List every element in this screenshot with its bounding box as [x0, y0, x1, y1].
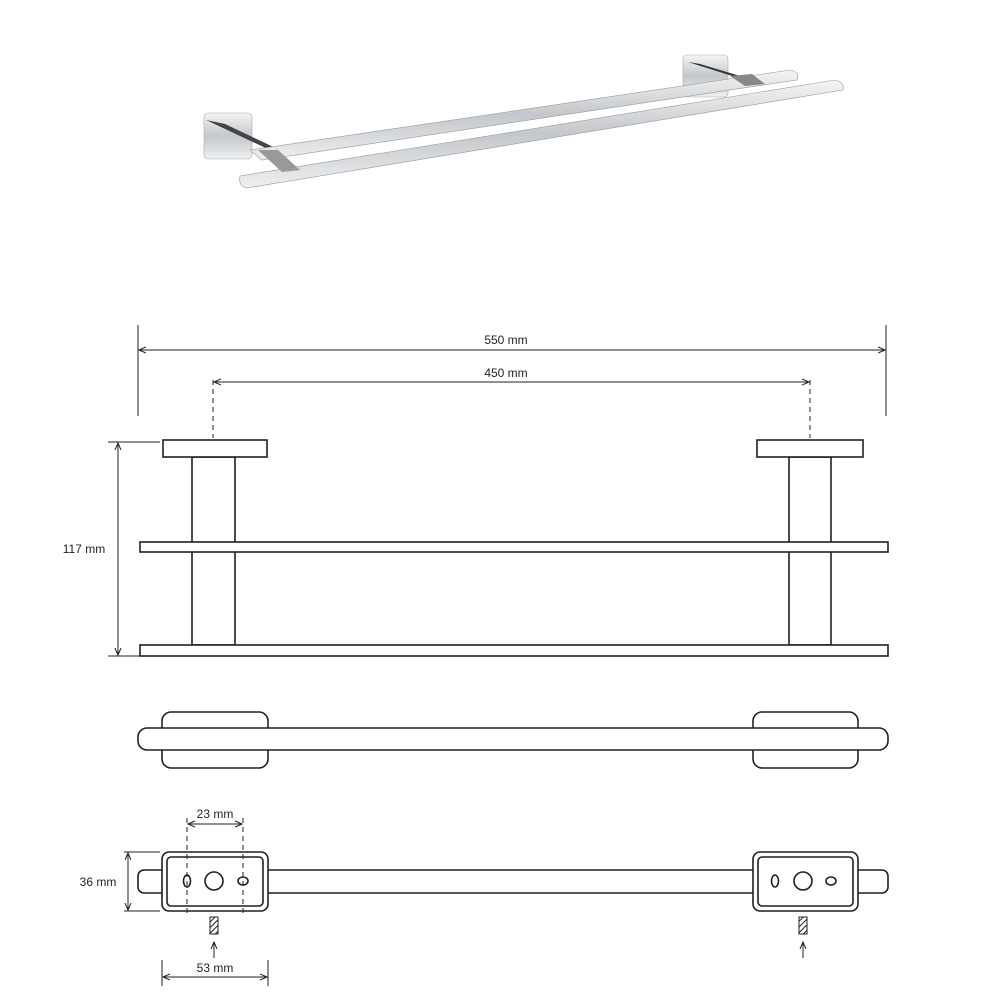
dimension-height: 117 mm [63, 441, 160, 657]
front-view [139, 439, 889, 657]
plate-width-label: 53 mm [197, 961, 234, 975]
slot-hole-icon [770, 874, 780, 888]
dimension-mount-spacing: 450 mm [212, 366, 811, 438]
screw-icon [209, 916, 219, 935]
dimension-plate-height: 36 mm [80, 851, 160, 912]
top-view [137, 711, 889, 769]
mount-spacing-label: 450 mm [484, 366, 527, 380]
dimension-hole-spacing: 23 mm [186, 807, 244, 915]
dimension-overall-length: 550 mm [137, 325, 887, 416]
height-label: 117 mm [63, 542, 105, 556]
overall-length-label: 550 mm [484, 333, 527, 347]
center-hole-icon [204, 871, 224, 891]
dimension-plate-width: 53 mm [161, 960, 269, 986]
towel-bar-photo [203, 54, 844, 189]
hole-spacing-label: 23 mm [197, 807, 234, 821]
back-view [137, 851, 889, 958]
slot-hole-icon [825, 876, 837, 886]
center-hole-icon [793, 871, 813, 891]
screw-icon [798, 916, 808, 935]
plate-height-label: 36 mm [80, 875, 117, 889]
